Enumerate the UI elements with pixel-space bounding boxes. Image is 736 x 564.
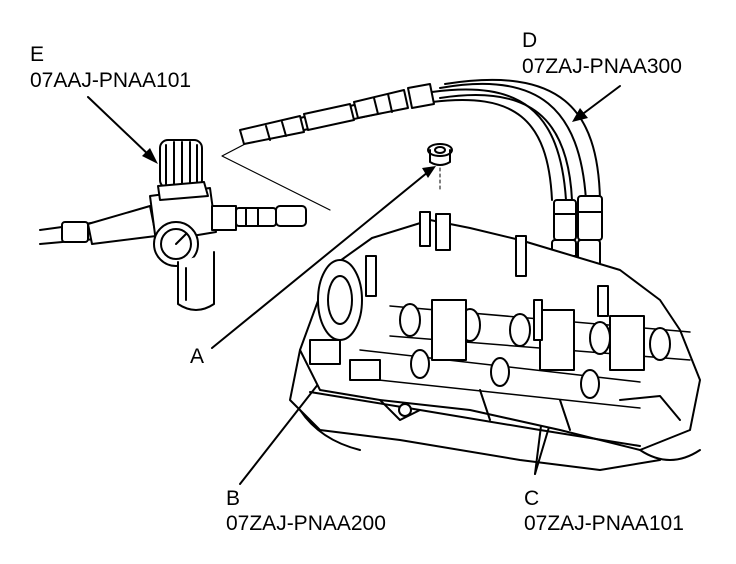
callout-c-part-number: 07ZAJ-PNAA101 xyxy=(524,512,684,535)
callout-d-part-number: 07ZAJ-PNAA300 xyxy=(522,55,682,78)
callout-c-letter: C xyxy=(524,487,540,510)
cylinder-head xyxy=(289,211,701,471)
air-regulator xyxy=(39,139,307,311)
adapter-fitting xyxy=(427,143,453,191)
callout-d-letter: D xyxy=(522,29,538,52)
callout-b-letter: B xyxy=(226,487,241,510)
callout-a-letter: A xyxy=(190,345,205,368)
callout-b-part-number: 07ZAJ-PNAA200 xyxy=(226,512,386,535)
callout-e-letter: E xyxy=(30,43,45,66)
callout-e-part-number: 07AAJ-PNAA101 xyxy=(30,69,192,92)
connection-guide xyxy=(221,131,331,211)
